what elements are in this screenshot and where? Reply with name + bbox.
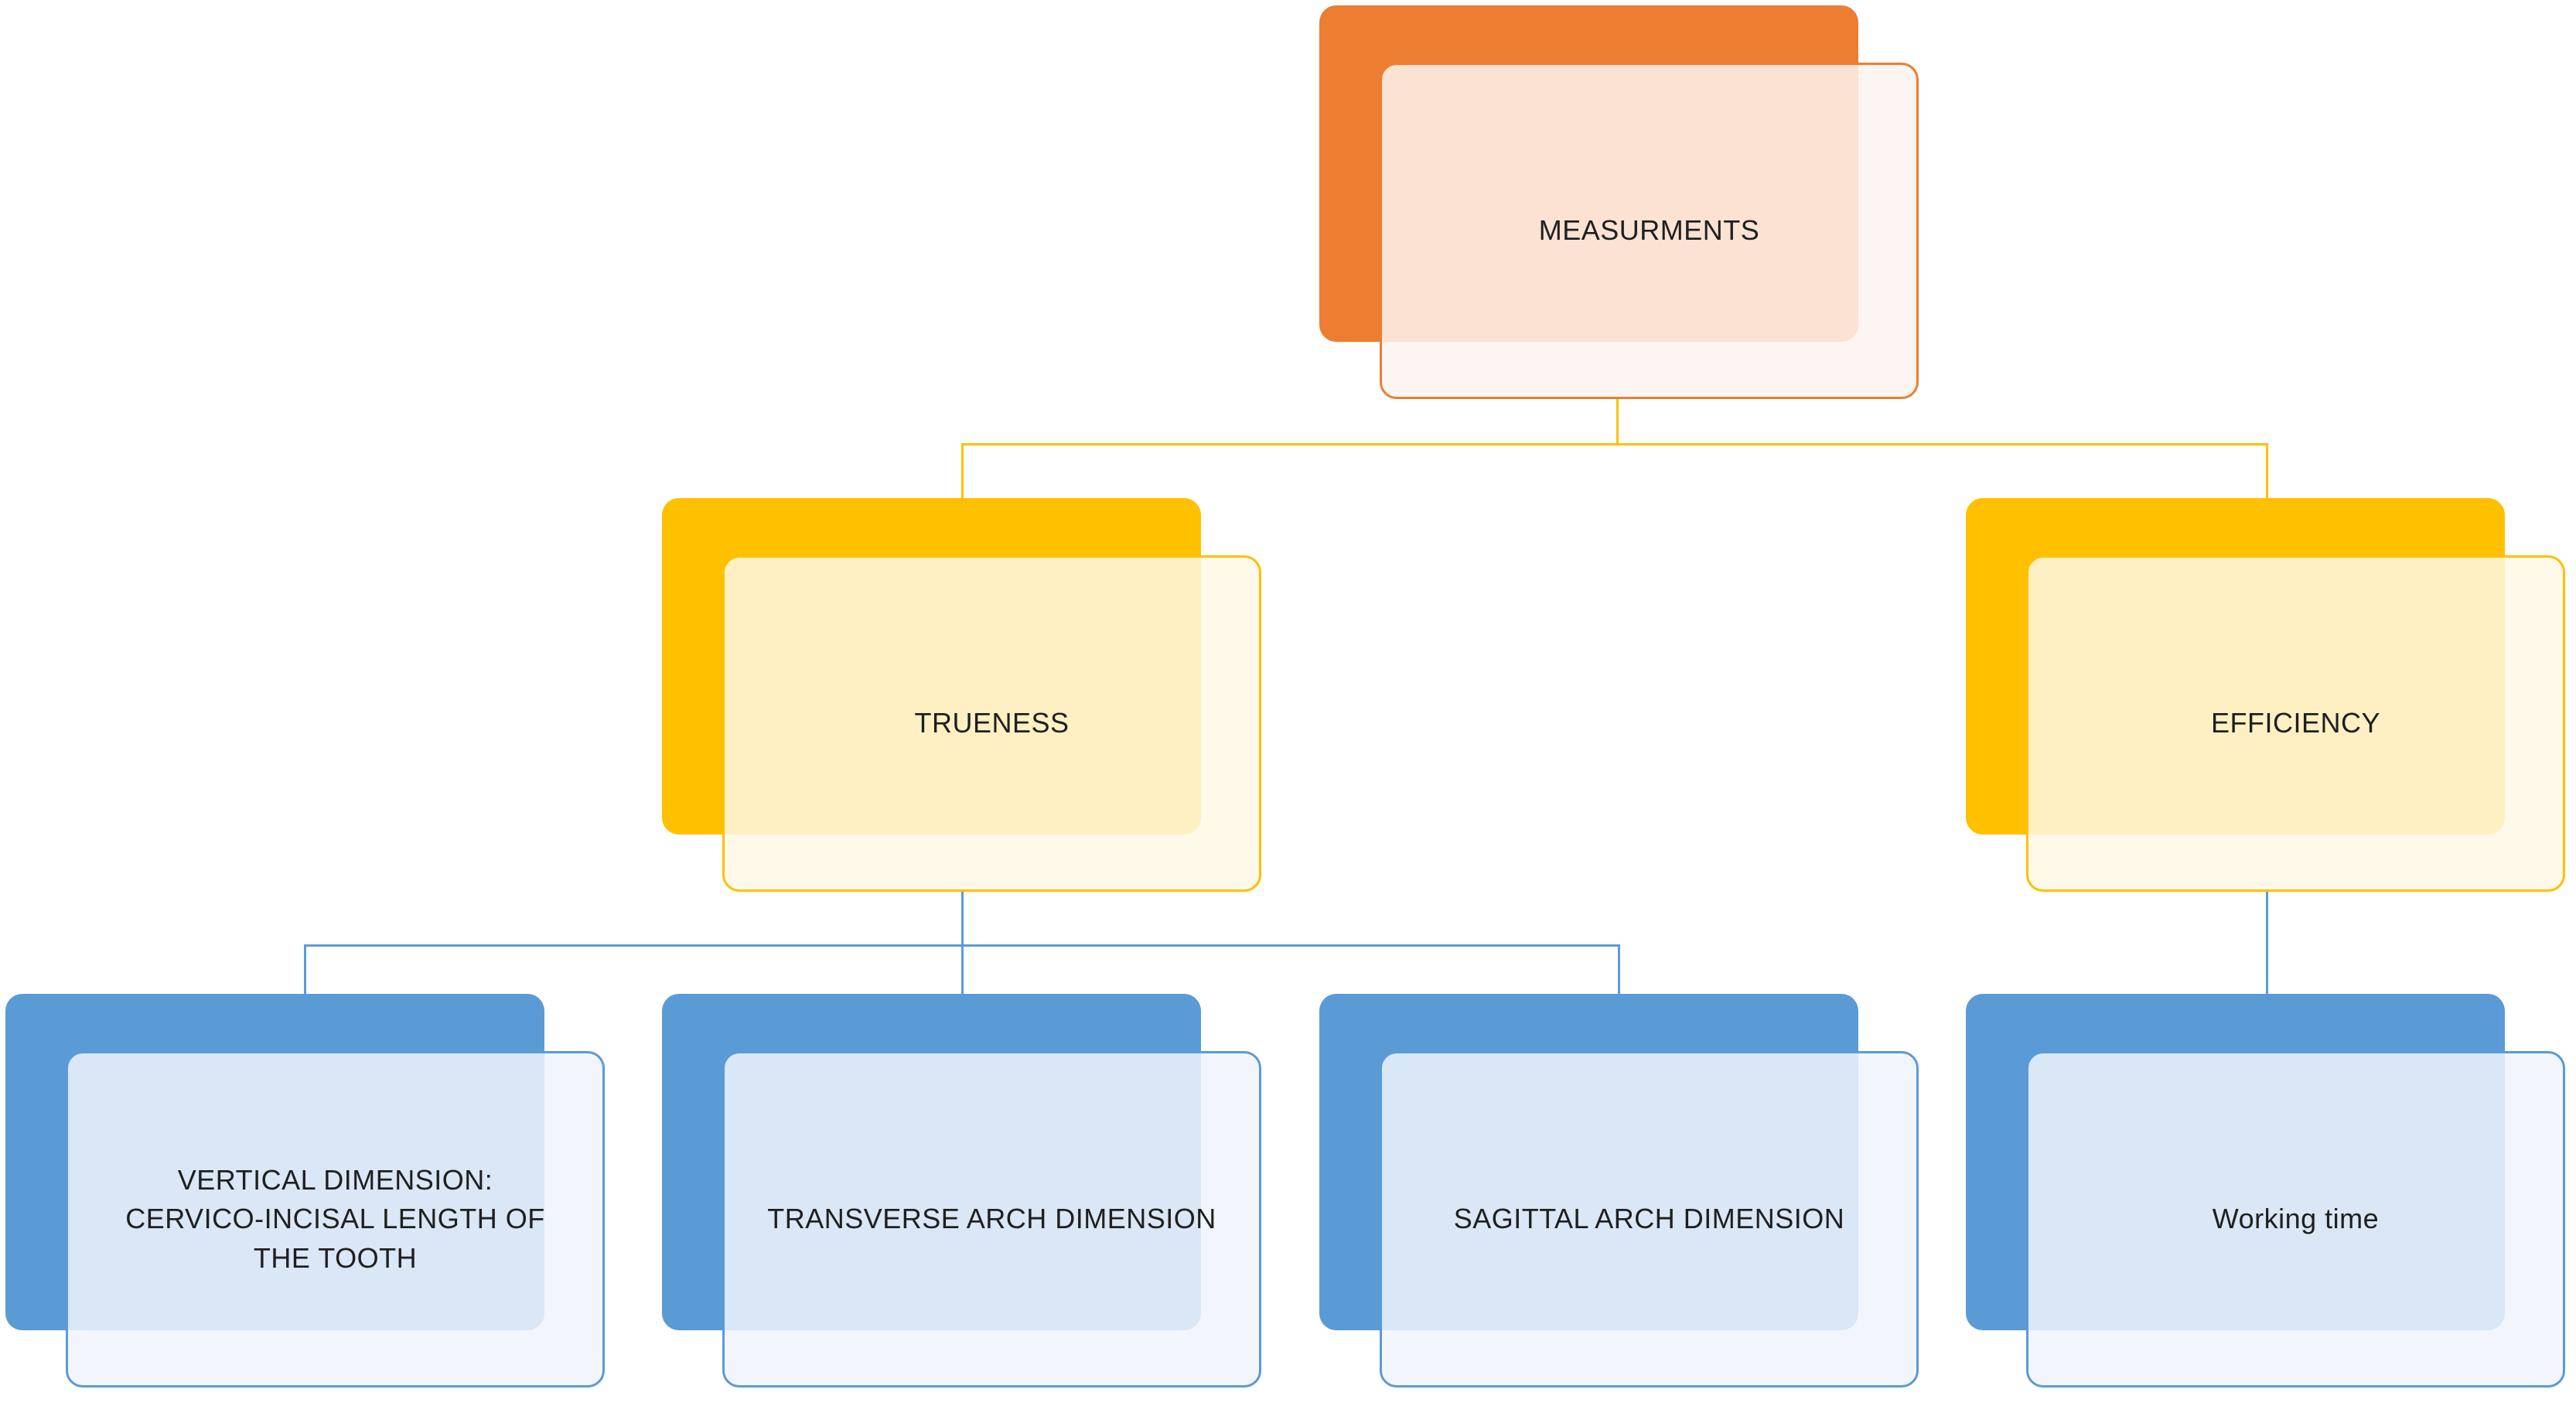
connector-level2-horizontal — [304, 944, 1618, 947]
node-vertical-dimension: VERTICAL DIMENSION: CERVICO-INCISAL LENG… — [5, 994, 605, 1388]
connector-to-trueness — [961, 443, 964, 498]
node-measurments-box: MEASURMENTS — [1380, 63, 1919, 399]
connector-to-transverse-arch — [961, 944, 964, 994]
node-trueness-label: TRUENESS — [914, 707, 1070, 739]
node-sagittal-arch-dimension: SAGITTAL ARCH DIMENSION — [1319, 994, 1919, 1388]
node-working-time-box: Working time — [2026, 1051, 2565, 1388]
node-trueness: TRUENESS — [662, 498, 1261, 892]
node-transverse-arch-dimension-label: TRANSVERSE ARCH DIMENSION — [767, 1203, 1216, 1235]
node-vertical-dimension-box: VERTICAL DIMENSION: CERVICO-INCISAL LENG… — [66, 1051, 605, 1388]
node-efficiency: EFFICIENCY — [1966, 498, 2565, 892]
node-working-time-label: Working time — [2212, 1203, 2380, 1235]
connector-trueness-stem — [961, 892, 964, 944]
node-efficiency-box: EFFICIENCY — [2026, 555, 2565, 892]
node-working-time: Working time — [1966, 994, 2565, 1388]
connector-to-efficiency — [2266, 443, 2268, 498]
node-efficiency-label: EFFICIENCY — [2210, 707, 2380, 739]
node-vertical-dimension-label: VERTICAL DIMENSION: CERVICO-INCISAL LENG… — [125, 1163, 545, 1274]
node-measurments-label: MEASURMENTS — [1538, 214, 1760, 247]
node-trueness-box: TRUENESS — [722, 555, 1261, 892]
connector-to-sagittal-arch — [1618, 944, 1620, 994]
connector-level1-horizontal — [961, 443, 2266, 445]
node-sagittal-arch-dimension-box: SAGITTAL ARCH DIMENSION — [1380, 1051, 1919, 1388]
node-measurments: MEASURMENTS — [1319, 5, 1919, 399]
connector-efficiency-working-time — [2266, 892, 2268, 994]
node-transverse-arch-dimension-box: TRANSVERSE ARCH DIMENSION — [722, 1051, 1261, 1388]
connector-to-vertical-dimension — [304, 944, 306, 994]
node-transverse-arch-dimension: TRANSVERSE ARCH DIMENSION — [662, 994, 1261, 1388]
connector-measurments-stem — [1616, 399, 1619, 443]
node-sagittal-arch-dimension-label: SAGITTAL ARCH DIMENSION — [1453, 1203, 1845, 1235]
